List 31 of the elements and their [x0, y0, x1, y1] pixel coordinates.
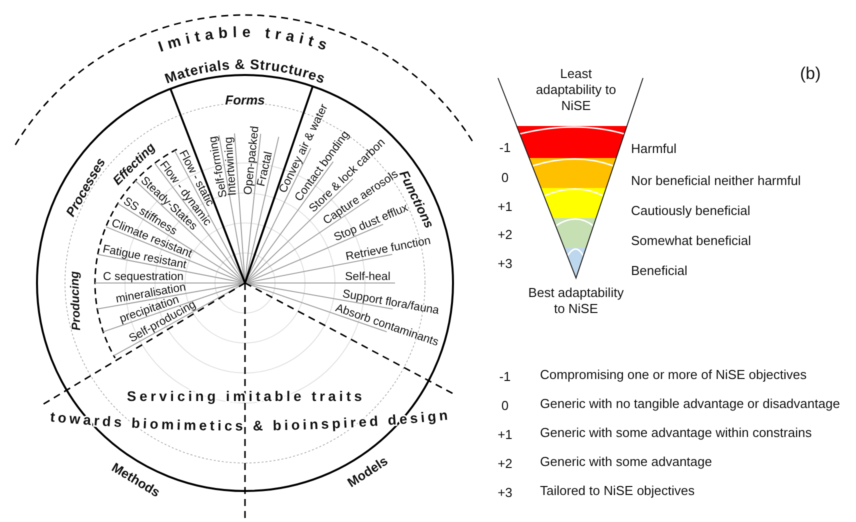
- spoke-label: C sequestration: [103, 271, 184, 283]
- scale-end-label: Best adaptability to NiSE: [527, 285, 625, 317]
- panel-label: (b): [800, 64, 822, 84]
- score-label: -1: [498, 140, 512, 156]
- sector-title: Forms: [225, 92, 265, 108]
- score-label: +1: [496, 427, 514, 443]
- description-text: Compromising one or more of NiSE objectives: [540, 367, 808, 383]
- scale-end-label: Least adaptability to NiSE: [534, 66, 618, 114]
- score-label: -1: [498, 369, 512, 385]
- arc-title: Imitable traits: [156, 24, 334, 56]
- score-label: +3: [496, 485, 514, 501]
- score-label: +3: [496, 256, 514, 272]
- description-text: Generic with some advantage within constrains: [540, 425, 813, 441]
- legend-label: Nor beneficial neither harmful: [631, 173, 801, 189]
- sector-title: Producing: [67, 270, 84, 331]
- score-label: +2: [496, 456, 514, 472]
- legend-label: Somewhat beneficial: [631, 233, 751, 249]
- spoke-label: Fractal: [255, 150, 275, 188]
- score-label: 0: [500, 170, 510, 186]
- score-label: +2: [496, 227, 514, 243]
- legend-label: Harmful: [631, 141, 677, 157]
- spoke-label: Self-heal: [345, 271, 390, 283]
- legend-label: Beneficial: [631, 263, 688, 279]
- legend-label: Cautiously beneficial: [631, 203, 750, 219]
- description-text: Generic with no tangible advantage or disadvantage: [540, 396, 841, 412]
- arc-title: Servicing imitable traits: [126, 388, 366, 404]
- arc-title: Materials & Structures: [162, 56, 328, 87]
- description-text: Tailored to NiSE objectives: [540, 483, 696, 499]
- score-label: +1: [496, 199, 514, 215]
- score-label: 0: [500, 398, 510, 414]
- description-text: Generic with some advantage: [540, 454, 713, 470]
